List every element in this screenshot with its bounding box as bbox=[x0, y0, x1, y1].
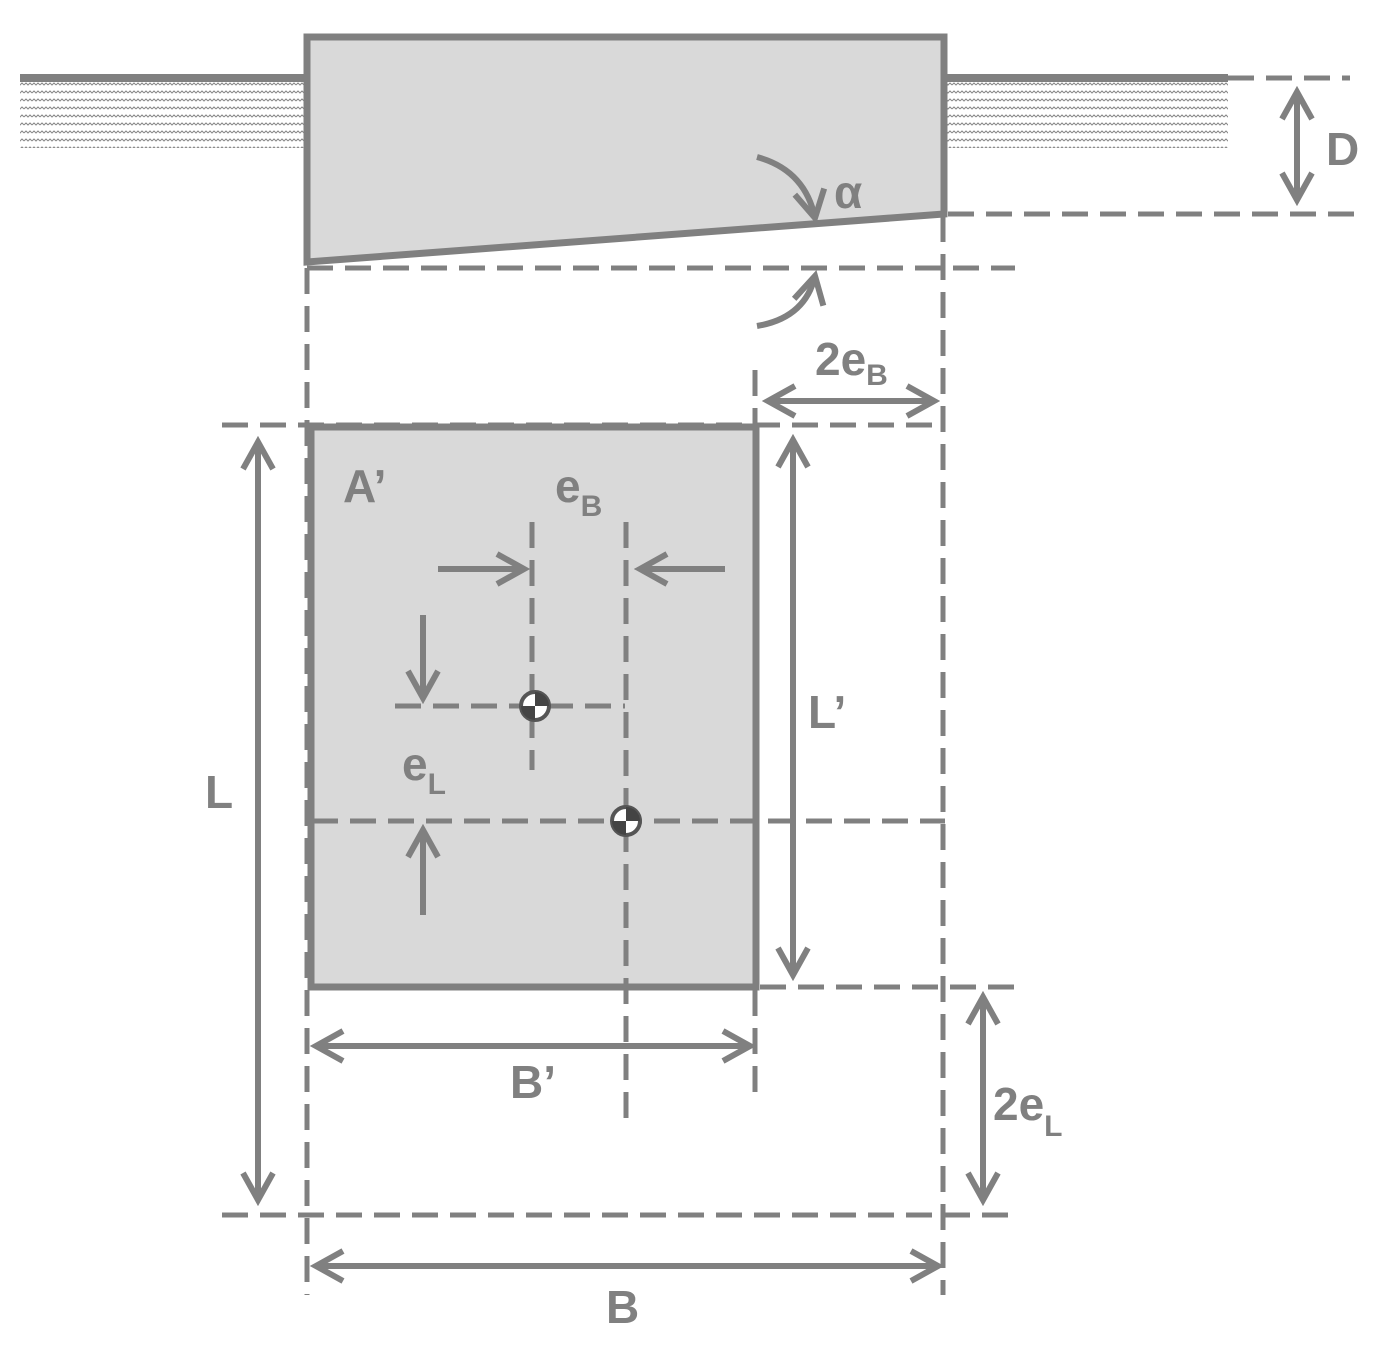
angle-arrow-bottom bbox=[756, 276, 815, 329]
depth-label: D bbox=[1326, 123, 1359, 175]
ground-right bbox=[946, 74, 1228, 148]
load-point-icon bbox=[519, 690, 551, 722]
angle-label: α bbox=[834, 166, 862, 218]
two-eL-label: 2eL bbox=[993, 1078, 1063, 1143]
ground-left bbox=[20, 74, 305, 148]
centroid-icon bbox=[610, 805, 642, 837]
footing-section bbox=[303, 33, 948, 266]
width-label: B bbox=[606, 1281, 639, 1333]
eL-label: eL bbox=[402, 738, 446, 801]
eff-width-label: B’ bbox=[510, 1056, 556, 1108]
eff-length-label: L’ bbox=[808, 686, 846, 738]
length-label: L bbox=[205, 766, 233, 818]
two-eB-label: 2eB bbox=[815, 333, 888, 392]
eB-label: eB bbox=[555, 460, 602, 523]
angle-arrow-top bbox=[756, 154, 815, 218]
effective-area-label: A’ bbox=[343, 460, 386, 512]
